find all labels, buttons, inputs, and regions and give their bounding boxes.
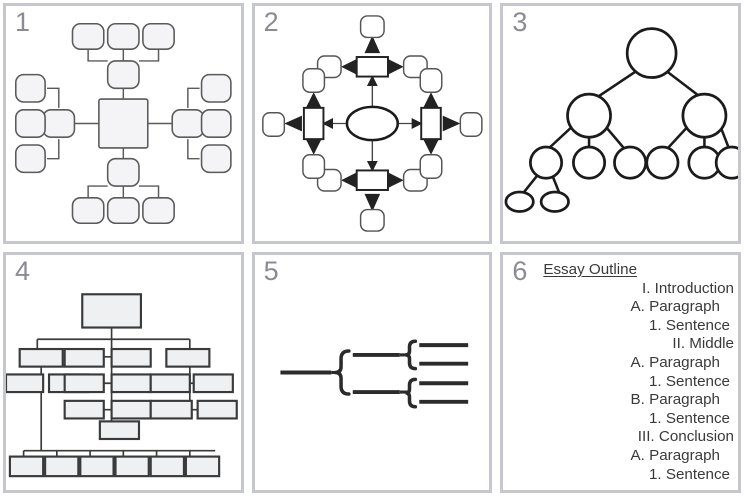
tree-node-lvl1 [566,92,613,139]
mindmap-leaf [142,22,175,50]
org-box [63,399,105,420]
outline-line: A. Paragraph [630,446,721,464]
org-chart-canvas [6,293,238,478]
org-box [110,373,152,394]
org-box-bottom [149,455,186,478]
tree-node-lvl1 [681,92,728,139]
tree-node-lvl2 [715,145,738,180]
outline-line: 1. Sentence [648,409,730,427]
radial-arrow-canvas [261,15,483,232]
outline-line: 1. Sentence [648,372,730,390]
tree-nodes [504,27,738,213]
outline-line: III. Conclusion [637,428,734,446]
radial-rect-right [419,106,442,141]
org-box-bottom [79,455,115,478]
bracket-lines [280,343,468,404]
org-box [18,347,64,368]
mindmap-branch-bottom [106,157,140,187]
org-box [110,399,152,420]
org-box [110,347,152,368]
radial-leaf [359,208,385,232]
mindmap-branch-top [106,60,140,90]
outline-line: II. Middle [672,335,734,353]
panel-number-3: 3 [512,7,528,37]
brace-large [334,349,351,396]
braces [334,339,417,409]
mindmap-branch-right [171,109,205,138]
panel-6-essay-outline[interactable]: 6 Essay Outline I. Introduction A. Parag… [500,252,741,493]
panel-number-1: 1 [15,7,31,37]
radial-leaf [301,68,325,93]
mindmap-leaf [106,22,140,50]
org-box [6,373,45,394]
org-box-bottom [114,455,150,478]
mindmap-leaf [14,109,46,138]
org-chart-boxes [6,293,238,478]
org-box-bottom [8,455,45,478]
org-box [63,347,105,368]
hierarchy-tree-canvas [504,27,738,213]
mindmap-leaf [14,73,46,103]
radial-leaf [459,112,483,137]
mindmap-leaf [14,144,46,174]
org-box [149,373,191,394]
tree-node-lvl2 [572,145,607,180]
outline-heading: Essay Outline [543,261,638,278]
brace-stems [330,353,408,394]
mindmap-leaf [200,73,232,103]
radial-leaf [419,68,443,93]
org-box [149,399,193,420]
mindmap-leaf [200,144,232,174]
mindmap-leaf [71,197,105,225]
org-box-bottom [184,455,221,478]
panel-number-5: 5 [263,256,279,286]
outline-line: 1. Sentence [648,465,730,483]
panel-number-6: 6 [512,256,528,286]
org-box [192,373,234,394]
org-box-root [81,293,143,329]
mindmap-leaf [142,197,175,225]
bracket-outline-canvas [280,339,468,409]
panel-number-4: 4 [15,256,31,286]
panel-number-2: 2 [263,7,279,37]
panel-2-radial-arrow-diagram[interactable]: 2 [251,3,493,244]
mindmap-leaf [106,197,140,225]
mindmap-leaf [200,109,232,138]
radial-leaf [419,154,443,179]
fat-arrowheads [283,35,460,212]
outline-line: A. Paragraph [630,298,721,316]
outline-line: A. Paragraph [630,353,721,371]
radial-leaf [301,154,325,179]
radial-leaf [359,15,385,39]
mindmap-branch-left [42,109,76,138]
essay-outline-text: Essay Outline I. Introduction A. Paragra… [543,261,734,484]
panel-5-bracket-outline[interactable]: 5 [251,252,493,493]
outline-line: I. Introduction [641,279,734,297]
tree-node-lvl3 [540,190,571,213]
org-box [196,399,238,420]
org-box-bottom [44,455,80,478]
org-box [165,347,211,368]
panel-3-hierarchy-tree[interactable]: 3 [500,3,741,244]
tree-node-lvl2 [645,145,680,180]
org-box [98,420,141,441]
mind-map-canvas [14,22,232,225]
mindmap-center-node [98,98,149,149]
tree-node-lvl2 [529,145,564,180]
panel-1-mind-map[interactable]: 1 [3,3,244,244]
org-box [63,373,105,394]
radial-leaf [261,112,285,137]
radial-rect-top [355,56,389,78]
radial-center-ellipse [345,105,399,142]
tree-node-lvl3 [504,190,536,213]
mindmap-leaf [71,22,105,50]
outline-line: B. Paragraph [630,391,721,409]
radial-rect-left [302,106,325,141]
outline-line: 1. Sentence [648,316,730,334]
tree-node-lvl2 [613,145,648,180]
radial-rect-bottom [355,169,389,191]
tree-node-root [626,27,678,79]
panel-4-org-chart[interactable]: 4 [3,252,244,493]
